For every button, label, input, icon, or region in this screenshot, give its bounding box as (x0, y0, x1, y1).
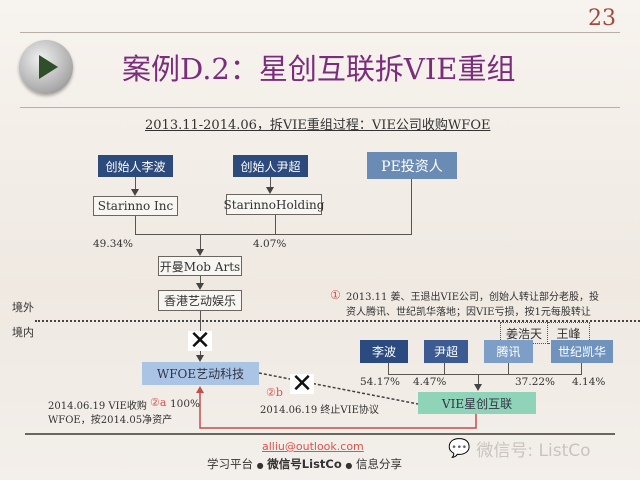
pct-tencent: 37.22% (515, 376, 556, 388)
starinno-holding-box: StarinnoHolding (224, 194, 324, 215)
pct-shiji-kaihua: 4.14% (572, 376, 606, 388)
founder-li-bo-box: 创始人李波 (98, 155, 173, 177)
page-title: 案例D.2：星创互联拆VIE重组 (122, 52, 516, 86)
vie-box: VIE星创互联 (418, 392, 536, 414)
pct-li-bo: 54.17% (360, 376, 401, 388)
bullet: ● (345, 461, 353, 470)
terminated-vie-x-icon: ✕ (290, 369, 314, 399)
shareholder-yin-chao: 尹超 (424, 340, 468, 363)
wechat-icon: 💬 (448, 438, 471, 459)
offshore-label: 境外 (12, 301, 34, 314)
terminated-x-icon: ✕ (188, 326, 212, 356)
pe-investor-box: PE投资人 (367, 152, 457, 179)
slogan-sharing: 信息分享 (356, 457, 403, 471)
wechat-watermark: 💬 微信号: ListCo (448, 438, 591, 461)
play-logo-icon (19, 40, 73, 94)
footer-slogan: 学习平台 ● 微信号ListCo ● 信息分享 (207, 456, 402, 472)
pct-starinno-holding: 4.07% (253, 238, 287, 250)
shareholder-li-bo: 李波 (360, 340, 408, 363)
subtitle: 2013.11-2014.06，拆VIE重组过程：VIE公司收购WFOE (145, 118, 491, 133)
cayman-mob-arts-box: 开曼Mob Arts (158, 256, 242, 276)
page-number: 23 (588, 6, 616, 31)
slogan-wechat: 微信号ListCo (267, 457, 342, 471)
hk-entity-box: 香港艺动娱乐 (158, 290, 242, 311)
note2b-text: 2014.06.19 终止VIE协议 (260, 405, 379, 416)
note2a-marker: ②a (150, 396, 167, 409)
note2a-line2: WFOE，按2014.05净资产 (48, 415, 173, 426)
starinno-inc-box: Starinno Inc (93, 196, 178, 216)
pct-starinno-inc: 49.34% (93, 238, 134, 250)
shareholder-shiji-kaihua: 世纪凯华 (551, 340, 613, 363)
wfoe-box: WFOE艺动科技 (142, 362, 259, 385)
border-divider (35, 320, 640, 322)
founder-yin-chao-box: 创始人尹超 (233, 155, 308, 177)
note1-marker: ① (330, 288, 341, 302)
note1-line1: 2013.11 姜、王退出VIE公司，创始人转让部分老股，投 (346, 292, 600, 303)
pct-yin-chao: 4.47% (413, 376, 447, 388)
onshore-label: 境内 (12, 326, 34, 339)
email-link[interactable]: alliu@outlook.com (262, 440, 364, 453)
slogan-learning: 学习平台 (207, 457, 253, 471)
note1-line2: 资人腾讯、世纪凯华落地；因VIE亏损，按1元每股转让 (346, 307, 591, 318)
note2a-line1: 2014.06.19 VIE收购 (48, 401, 147, 412)
note2b-marker: ②b (266, 386, 283, 399)
bullet: ● (256, 461, 264, 470)
note2a-pct: 100% (170, 398, 201, 410)
shareholder-tencent: 腾讯 (484, 340, 533, 363)
